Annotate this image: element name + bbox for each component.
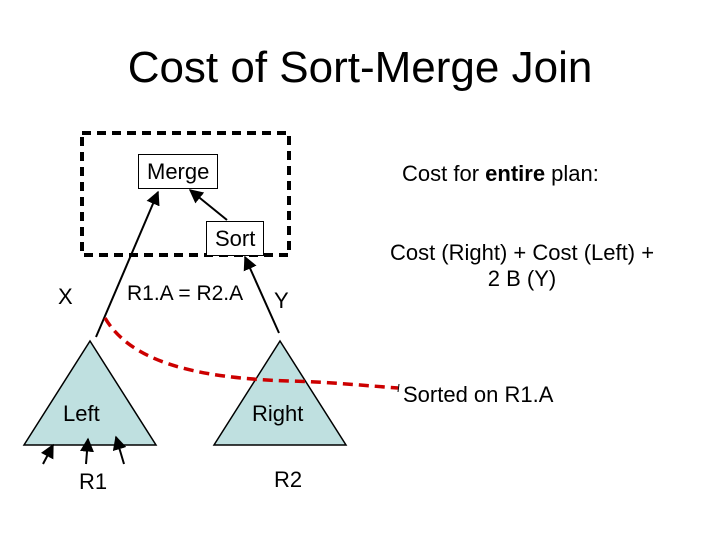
- sort-node: Sort: [206, 221, 265, 256]
- input-arrow: [80, 437, 94, 465]
- merge-node: Merge: [138, 154, 219, 189]
- right-input-edge: [243, 255, 280, 334]
- right-subtree-triangle: [212, 339, 348, 446]
- right-relation-label: R2: [274, 467, 303, 492]
- cost-formula-line-2: 2 B (Y): [487, 266, 557, 291]
- sorted-curve-tick: [397, 383, 400, 393]
- right-edge-label: Y: [274, 288, 289, 313]
- cost-heading-prefix: Cost for: [402, 161, 486, 186]
- input-arrow: [112, 435, 127, 465]
- cost-heading-emphasis: entire: [485, 161, 546, 186]
- merge-node-label: Merge: [147, 159, 210, 184]
- cost-heading: Cost for entire plan:: [402, 163, 599, 185]
- right-subtree-label: Right: [252, 401, 304, 426]
- cost-heading-suffix: plan:: [545, 161, 599, 186]
- join-condition-label: R1.A = R2.A: [127, 282, 244, 305]
- left-subtree-triangle: [22, 339, 158, 446]
- left-input-edge: [95, 190, 160, 338]
- slide-title: Cost of Sort-Merge Join: [127, 43, 593, 92]
- left-subtree-label: Left: [63, 401, 100, 426]
- sort-node-label: Sort: [215, 226, 256, 251]
- input-arrow: [40, 443, 54, 465]
- sorted-order-curve: [103, 317, 399, 390]
- left-edge-label: X: [58, 284, 73, 309]
- sorted-annotation: Sorted on R1.A: [403, 382, 554, 407]
- cost-formula-line-1: Cost (Right) + Cost (Left) +: [389, 240, 655, 265]
- left-relation-label: R1: [79, 469, 108, 494]
- sort-to-merge-edge: [188, 189, 228, 221]
